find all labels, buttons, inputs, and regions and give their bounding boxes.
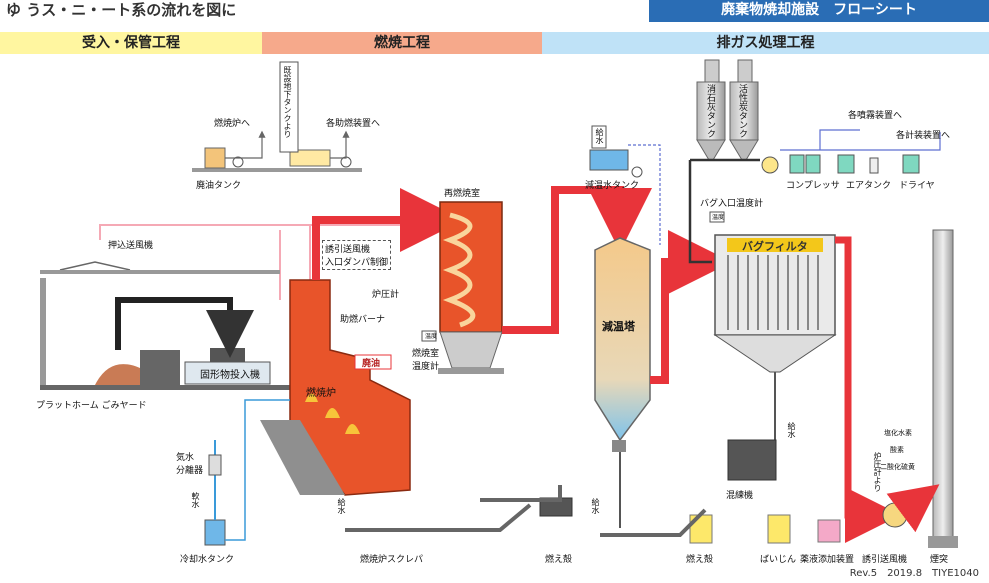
- flue-path-2: [502, 186, 652, 334]
- bag-filter-label: バグフィルタ: [742, 240, 808, 253]
- quench-tower: [594, 237, 651, 528]
- soft-water-label: 軟水: [191, 492, 200, 508]
- compressor-label: コンプレッサ: [786, 181, 840, 191]
- so2-label: 二酸化硫黄: [880, 463, 915, 471]
- bag-temp-sensor-label: 温度: [712, 214, 725, 221]
- furnace-label: 燃焼炉: [306, 388, 336, 399]
- bag-temp-sensor: [709, 211, 725, 223]
- platform-label: プラットホーム ごみヤード: [36, 401, 147, 411]
- feed-water-label-4: 給水: [787, 422, 796, 438]
- feed-water-label-3: 給水: [595, 128, 604, 144]
- header-bar: ゆ うス・ニ・ート系の流れを図に 廃棄物焼却施設 フローシート: [0, 0, 989, 22]
- damper-control-label: 誘引送風機 入口ダンパ制御: [322, 240, 392, 270]
- air-tank-label: エアタンク: [846, 181, 892, 191]
- stage-gas-treatment: 排ガス処理工程: [542, 32, 989, 54]
- stack: [882, 229, 958, 548]
- waste-yard: [40, 261, 290, 390]
- waste-oil-tank-label: 廃油タンク: [196, 181, 242, 191]
- flue-path-1: [312, 188, 464, 280]
- page-title: ゆ うス・ニ・ート系の流れを図に: [6, 1, 237, 19]
- incinerator: [260, 279, 411, 496]
- induced-fan-label: 誘引送風機: [862, 555, 908, 565]
- activated-carbon-label: 活性炭タンク: [737, 84, 747, 138]
- solid-feeder-label: 固形物投入機: [200, 370, 260, 381]
- furnace-pressure-label: 炉圧計: [372, 290, 400, 300]
- stage-combustion: 燃焼工程: [262, 32, 542, 54]
- to-aux-burners-label: 各助燃装置へ: [326, 119, 381, 129]
- underground-tank-label: 既設地下タンクより: [283, 66, 292, 138]
- chemical-silos: [688, 59, 779, 264]
- ash-handling: [539, 439, 841, 544]
- mixer-label: 混練機: [726, 491, 754, 501]
- scraper-label: 燃焼炉スクレパ: [360, 555, 424, 565]
- to-instruments-label: 各計装装置へ: [896, 131, 951, 141]
- temper-water-system: [589, 125, 661, 245]
- ash-label-2: 燃え殻: [686, 555, 714, 565]
- feed-water-label-2: 給水: [591, 498, 600, 514]
- from-pressure-label: 炉圧計より: [873, 452, 882, 492]
- to-sprayers-label: 各噴霧装置へ: [848, 111, 903, 121]
- fly-ash-label: ばいじん: [760, 555, 797, 565]
- waste-oil-label-box: [354, 354, 392, 370]
- temper-tank-label: 減温水タンク: [585, 181, 640, 191]
- stack-label: 煙突: [930, 555, 949, 565]
- to-furnace-label: 燃焼炉へ: [214, 119, 251, 129]
- aux-burner-label: 助燃バーナ: [340, 315, 386, 325]
- waste-oil-system: [192, 61, 362, 172]
- pump-icon: [232, 156, 244, 168]
- flue-path-4: [835, 236, 901, 543]
- o2-label: 酸素: [890, 446, 904, 454]
- cooling-tank-label: 冷却水タンク: [180, 555, 235, 565]
- stage-receiving: 受入・保管工程: [0, 32, 262, 54]
- feed-water-label-1: 給水: [337, 498, 346, 514]
- ash-label-1: 燃え殻: [545, 555, 573, 565]
- hcl-label: 塩化水素: [884, 429, 912, 437]
- temp-sensor-label: 温度: [425, 333, 438, 340]
- temp-sensor: [421, 330, 437, 342]
- quench-tower-label: 減温塔: [602, 320, 635, 333]
- waste-oil-label: 廃油: [362, 359, 381, 369]
- dryer-label: ドライヤ: [899, 181, 935, 191]
- cooling-water-system: [204, 399, 290, 546]
- crane-path: [115, 297, 254, 358]
- induced-fan: [882, 502, 908, 528]
- reburn-chamber: [438, 201, 504, 374]
- reburn-temp-label: 燃焼室 温度計: [412, 349, 440, 372]
- compressed-air-system: [780, 129, 941, 174]
- bag-filter-unit: [713, 234, 837, 440]
- push-fan-label: 押込送風機: [108, 241, 154, 251]
- chem-feeder-label: 薬液添加装置: [800, 555, 855, 565]
- bag-inlet-temp-label: バグ入口温度計: [700, 199, 764, 209]
- revision-footer: Rev.5 2019.8 TIYE1040: [849, 568, 979, 579]
- flue-path-3: [650, 230, 732, 384]
- waste-oil-tank: [204, 147, 226, 169]
- scrapers: [345, 485, 707, 537]
- crane-block: [140, 350, 180, 386]
- reburn-chamber-label: 再燃焼室: [444, 189, 481, 199]
- flames: [305, 393, 360, 434]
- slaked-lime-label: 消石灰タンク: [705, 84, 715, 138]
- sheet-title: 廃棄物焼却施設 フローシート: [649, 0, 989, 22]
- separator-label: 気水 分離器: [176, 453, 204, 476]
